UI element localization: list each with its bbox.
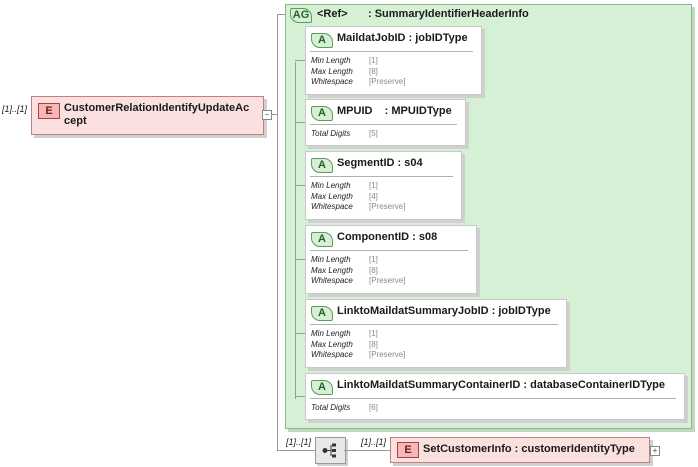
facet-value: [1]	[369, 56, 378, 65]
connector	[295, 333, 305, 334]
facet-label: Whitespace	[311, 276, 353, 285]
connector	[277, 14, 278, 451]
connector	[344, 450, 390, 451]
facet-label: Max Length	[311, 191, 353, 201]
facet-value: [1]	[369, 255, 378, 264]
expand-toggle[interactable]: +	[650, 446, 660, 456]
connector	[277, 450, 315, 451]
connector	[277, 14, 285, 15]
facet-label: Min Length	[311, 181, 351, 190]
attribute-name: LinktoMaildatSummaryJobID : jobIDType	[337, 305, 551, 317]
root-multiplicity: [1]..[1]	[2, 104, 28, 114]
facet-value: [8]	[369, 265, 378, 275]
connector	[295, 185, 305, 186]
facet-label: Whitespace	[311, 77, 353, 86]
root-element-name-line2: cept	[64, 115, 87, 127]
connector	[295, 259, 305, 260]
attribute-name: MPUID : MPUIDType	[337, 105, 452, 117]
connector	[295, 122, 305, 123]
attribute-icon: A	[311, 380, 333, 395]
attribute-name: MaildatJobID : jobIDType	[337, 32, 468, 44]
facet-label: Min Length	[311, 255, 351, 264]
divider	[310, 324, 558, 325]
sequence-multiplicity: [1]..[1]	[286, 437, 312, 447]
group-name: : SummaryIdentifierHeaderInfo	[368, 8, 529, 20]
attribute-name: ComponentID : s08	[337, 231, 438, 243]
group-ref-label: <Ref>	[317, 8, 348, 20]
connector	[271, 114, 278, 115]
facet-label: Max Length	[311, 265, 353, 275]
facet-value: [6]	[369, 403, 378, 412]
connector	[295, 62, 296, 399]
attribute-icon: A	[311, 232, 333, 247]
attribute-icon: A	[311, 306, 333, 321]
facet-label: Whitespace	[311, 202, 353, 211]
attribute-icon: A	[311, 33, 333, 48]
facet-label: Max Length	[311, 339, 353, 349]
facet-value: [Preserve]	[369, 350, 406, 359]
facet-label: Min Length	[311, 56, 351, 65]
facet-label: Whitespace	[311, 350, 353, 359]
element-icon: E	[38, 103, 60, 119]
facet-value: [1]	[369, 329, 378, 338]
attribute-name: LinktoMaildatSummaryContainerID : databa…	[337, 379, 666, 391]
facet-value: [Preserve]	[369, 202, 406, 211]
attribute-icon: A	[311, 158, 333, 173]
facet-label: Total Digits	[311, 129, 351, 138]
root-element-box[interactable]: E CustomerRelationIdentifyUpdateAc cept	[31, 96, 264, 135]
facet-label: Max Length	[311, 66, 353, 76]
sequence-icon	[322, 443, 336, 458]
attribute-card-linktomaildatsummarycontainerid[interactable]: A LinktoMaildatSummaryContainerID : datab…	[305, 373, 685, 420]
facet-value: [Preserve]	[369, 77, 406, 86]
divider	[310, 51, 473, 52]
facet-label: Total Digits	[311, 403, 351, 412]
facet-value: [8]	[369, 66, 378, 76]
facet-value: [1]	[369, 181, 378, 190]
sequence-box[interactable]	[315, 437, 346, 464]
root-element-name-line1: CustomerRelationIdentifyUpdateAc	[64, 102, 250, 114]
facet-label: Min Length	[311, 329, 351, 338]
divider	[310, 124, 457, 125]
child-multiplicity: [1]..[1]	[361, 437, 387, 447]
facet-value: [4]	[369, 191, 378, 201]
facet-value: [Preserve]	[369, 276, 406, 285]
attribute-group-icon: AG	[290, 8, 312, 23]
connector	[295, 60, 305, 61]
child-element-name: SetCustomerInfo : customerIdentityType	[423, 443, 635, 455]
divider	[310, 250, 468, 251]
divider	[310, 176, 453, 177]
collapse-toggle[interactable]: −	[262, 110, 272, 120]
facet-value: [5]	[369, 129, 378, 138]
divider	[310, 398, 676, 399]
attribute-name: SegmentID : s04	[337, 157, 423, 169]
child-element-box[interactable]: E SetCustomerInfo : customerIdentityType	[390, 437, 650, 463]
element-icon: E	[397, 442, 419, 458]
attribute-icon: A	[311, 106, 333, 121]
connector	[295, 396, 305, 397]
facet-value: [8]	[369, 339, 378, 349]
